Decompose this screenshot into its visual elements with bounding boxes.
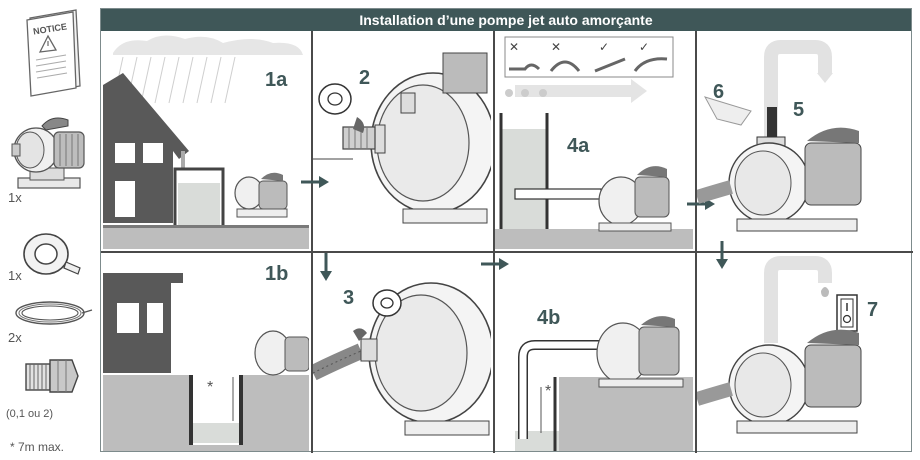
arrow-right-icon xyxy=(481,257,509,271)
hose-coil-icon xyxy=(15,301,93,325)
step-3-label: 3 xyxy=(343,287,355,309)
hose-quantity: 2x xyxy=(8,330,22,345)
arrow-down-icon xyxy=(319,253,333,281)
depth-footnote: * 7m max. xyxy=(10,440,65,454)
svg-text:✓: ✓ xyxy=(599,40,609,54)
diagram-title: Installation d’une pompe jet auto amorça… xyxy=(101,9,911,31)
panel-3 xyxy=(313,253,491,451)
notice-booklet-icon: NOTICE xyxy=(24,6,84,98)
tape-roll-icon xyxy=(23,233,81,275)
svg-text:✓: ✓ xyxy=(639,40,649,54)
depth-asterisk-4b: * xyxy=(545,383,552,400)
installation-frame: Installation d’une pompe jet auto amorça… xyxy=(100,8,913,453)
step-4b-label: 4b xyxy=(537,307,561,329)
step-2-label: 2 xyxy=(359,67,371,89)
step-6-label: 6 xyxy=(713,81,725,103)
panel-1b xyxy=(103,253,309,451)
divider-col-3 xyxy=(695,31,697,453)
step-1b-label: 1b xyxy=(265,263,289,285)
divider-col-2 xyxy=(493,31,495,453)
panel-1a xyxy=(103,33,309,249)
panel-5-6 xyxy=(697,33,911,249)
arrow-down-icon xyxy=(715,241,729,269)
tape-part xyxy=(20,232,82,276)
pump-part xyxy=(8,112,98,194)
step-5-label: 5 xyxy=(793,99,805,121)
depth-asterisk-1b: * xyxy=(207,379,214,396)
divider-row xyxy=(101,251,913,253)
fitting-quantity: (0,1 ou 2) xyxy=(6,408,54,420)
step-7-label: 7 xyxy=(867,299,879,321)
hose-part xyxy=(10,298,94,328)
tape-quantity: 1x xyxy=(8,268,22,283)
svg-text:✕: ✕ xyxy=(551,40,561,54)
panel-2 xyxy=(313,33,491,249)
panel-4a: ✕ ✕ ✓ ✓ xyxy=(495,33,693,249)
step-1a-label: 1a xyxy=(265,69,288,91)
panel-4b xyxy=(495,253,693,451)
divider-col-1 xyxy=(311,31,313,453)
fitting-icon xyxy=(25,359,79,393)
step-4a-label: 4a xyxy=(567,135,590,157)
pump-icon xyxy=(11,117,85,189)
svg-text:✕: ✕ xyxy=(509,40,519,54)
arrow-right-icon xyxy=(301,175,329,189)
fitting-part xyxy=(22,350,82,400)
pump-quantity: 1x xyxy=(8,190,22,205)
panel-7 xyxy=(697,253,911,451)
